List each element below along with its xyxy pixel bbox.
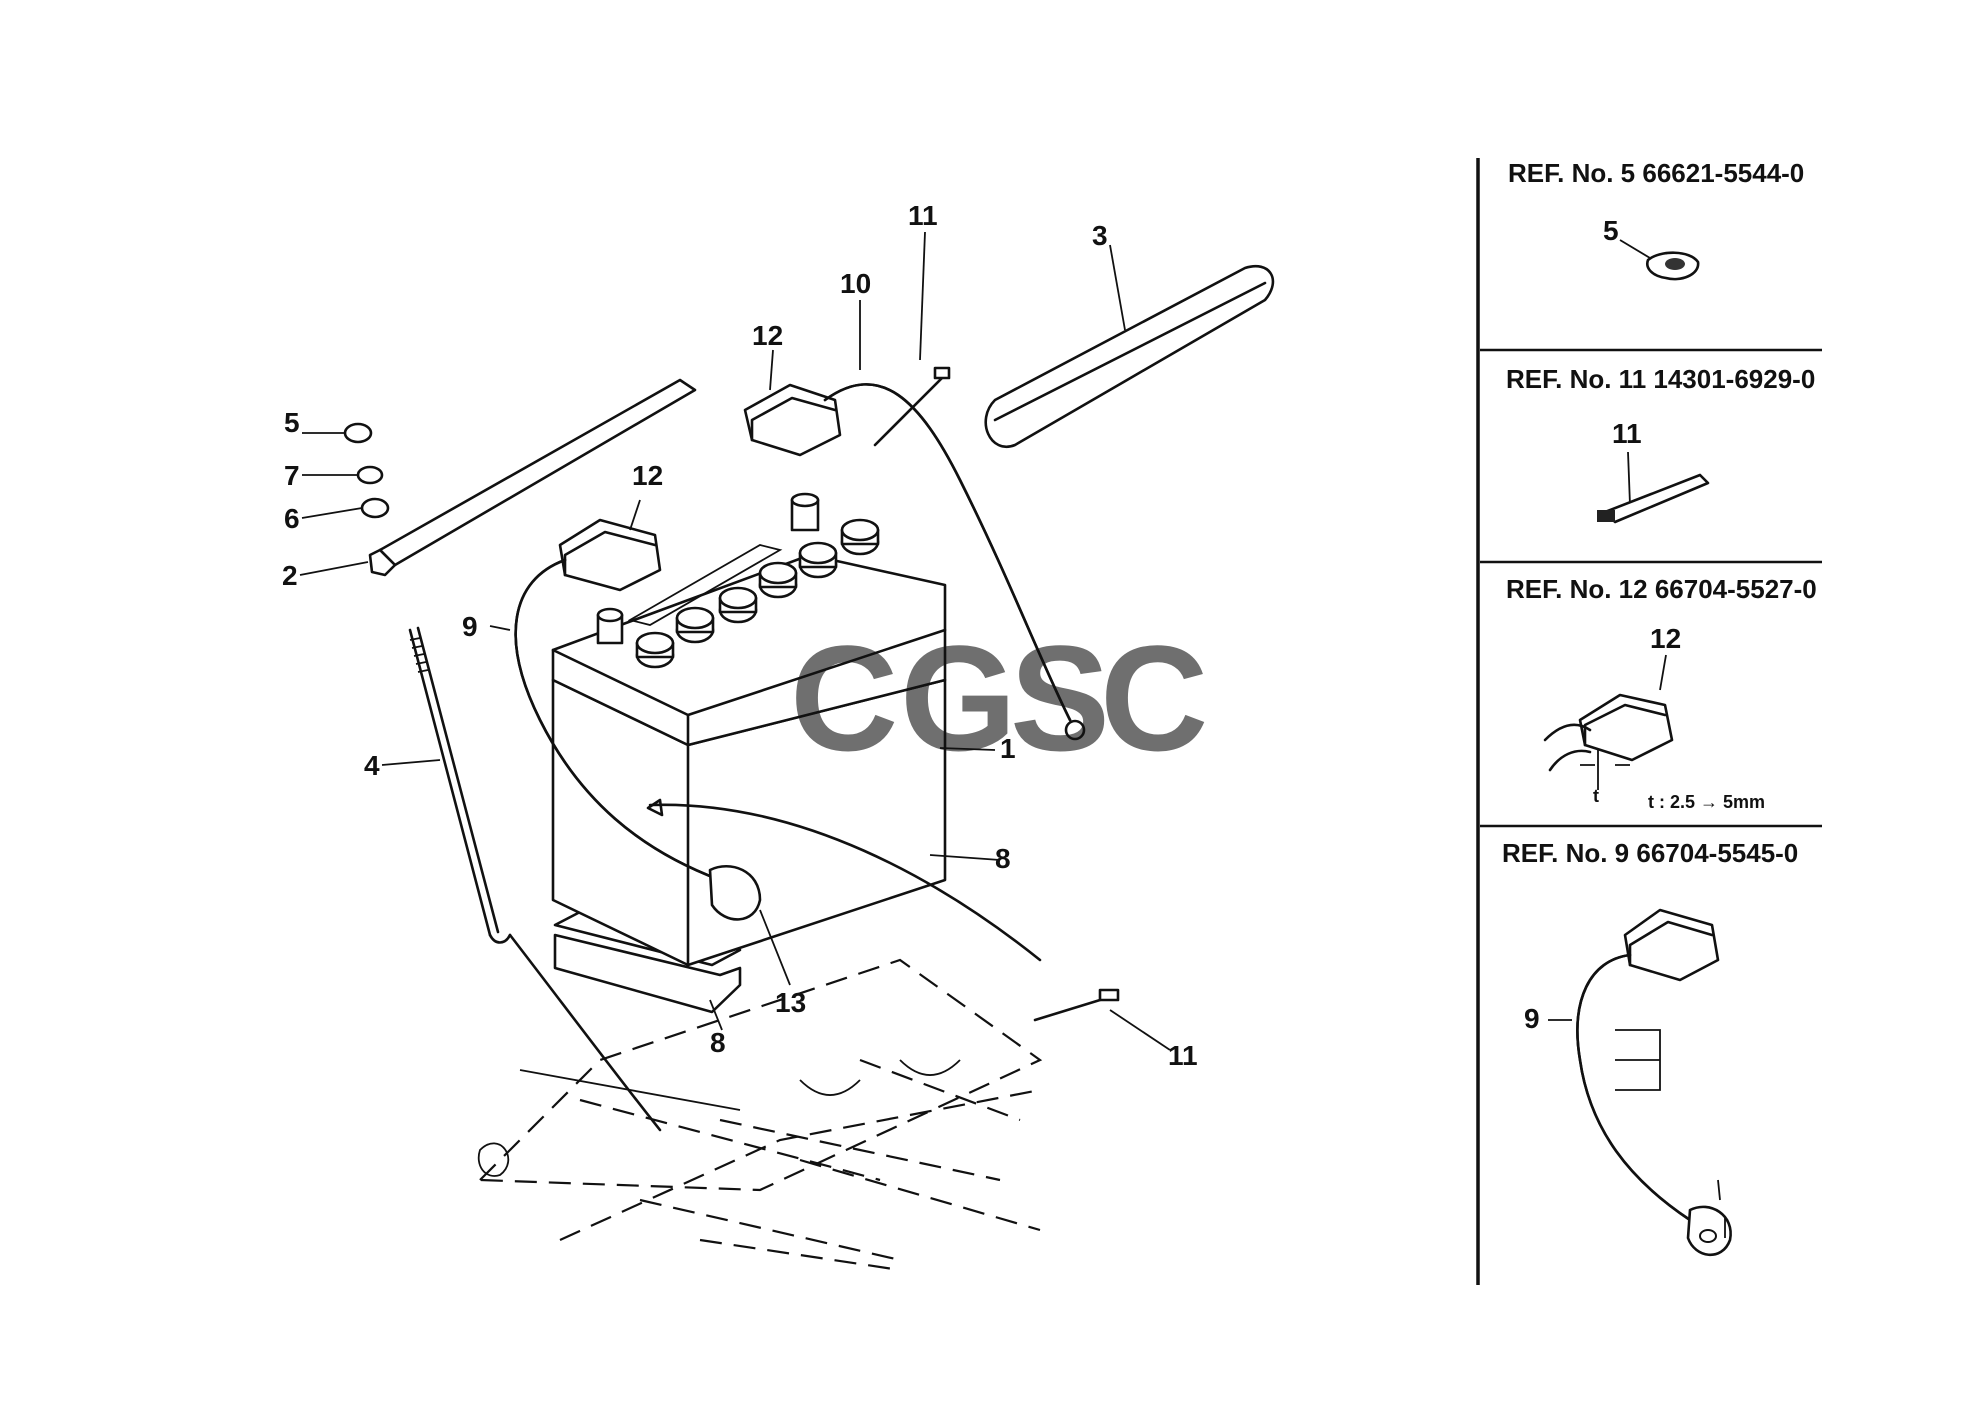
callout-11-bottom: 11 bbox=[1168, 1040, 1198, 1071]
ref-9-title: REF. No. 9 66704-5545-0 bbox=[1502, 838, 1798, 868]
ref-5-section: REF. No. 5 66621-5544-0 5 bbox=[1508, 158, 1804, 281]
ref-9-section: REF. No. 9 66704-5545-0 9 bbox=[1502, 838, 1798, 1257]
callout-12-left: 12 bbox=[632, 460, 663, 491]
callout-labels: 1 2 3 4 5 6 7 8 8 9 10 11 11 12 12 13 bbox=[282, 200, 1198, 1071]
callout-2: 2 bbox=[282, 560, 298, 591]
harness-band bbox=[873, 366, 951, 447]
ref-12-section: REF. No. 12 66704-5527-0 12 t t : 2.5 → … bbox=[1506, 574, 1817, 812]
cgsc-watermark: C G S C bbox=[790, 614, 1208, 782]
negative-cable bbox=[514, 558, 762, 921]
ref-12-thickness-note: t : 2.5 → 5mm bbox=[1648, 792, 1765, 812]
watermark-letter-3: S bbox=[1010, 614, 1110, 782]
callout-10: 10 bbox=[840, 268, 871, 299]
nut-and-washers bbox=[343, 422, 390, 519]
callout-12-top: 12 bbox=[752, 320, 783, 351]
callout-11-top: 11 bbox=[908, 200, 938, 231]
battery-holder-rod bbox=[408, 626, 512, 944]
callout-13: 13 bbox=[775, 987, 806, 1018]
battery-cover bbox=[984, 265, 1275, 449]
ref-5-title: REF. No. 5 66621-5544-0 bbox=[1508, 158, 1804, 188]
rod-extension bbox=[508, 933, 662, 1132]
positive-terminal-cover bbox=[743, 383, 842, 457]
battery-holder-bar bbox=[368, 378, 697, 577]
ref-12-t-label: t bbox=[1593, 786, 1599, 806]
ref-12-title: REF. No. 12 66704-5527-0 bbox=[1506, 574, 1817, 604]
reference-side-panel: REF. No. 5 66621-5544-0 5 REF. No. 11 14… bbox=[1476, 158, 1822, 1285]
callout-4: 4 bbox=[364, 750, 380, 781]
negative-terminal-cover bbox=[558, 518, 662, 592]
callout-6: 6 bbox=[284, 503, 300, 534]
ref-11-section: REF. No. 11 14301-6929-0 11 bbox=[1506, 364, 1815, 524]
cable-tie bbox=[1033, 988, 1120, 1022]
ref-9-callout: 9 bbox=[1524, 1003, 1540, 1034]
battery bbox=[551, 492, 947, 967]
ref-12-callout: 12 bbox=[1650, 623, 1681, 654]
tractor-frame-dashed bbox=[477, 958, 1043, 1272]
watermark-letter-1: C bbox=[790, 614, 898, 782]
callout-3: 3 bbox=[1092, 220, 1108, 251]
callout-9: 9 bbox=[462, 611, 478, 642]
callout-7: 7 bbox=[284, 460, 300, 491]
battery-cell-caps bbox=[635, 518, 880, 669]
ground-strap bbox=[646, 798, 1042, 962]
callout-8-right: 8 bbox=[995, 843, 1011, 874]
callout-1: 1 bbox=[1000, 733, 1016, 764]
ref-11-callout: 11 bbox=[1612, 418, 1642, 449]
callout-5: 5 bbox=[284, 407, 300, 438]
ref-11-title: REF. No. 11 14301-6929-0 bbox=[1506, 364, 1815, 394]
watermark-letter-2: G bbox=[900, 614, 1017, 782]
ref-5-callout: 5 bbox=[1603, 215, 1619, 246]
positive-cable bbox=[823, 383, 1086, 741]
watermark-letter-4: C bbox=[1100, 614, 1208, 782]
callout-8-bottom: 8 bbox=[710, 1027, 726, 1058]
leader-lines bbox=[299, 231, 1171, 1051]
